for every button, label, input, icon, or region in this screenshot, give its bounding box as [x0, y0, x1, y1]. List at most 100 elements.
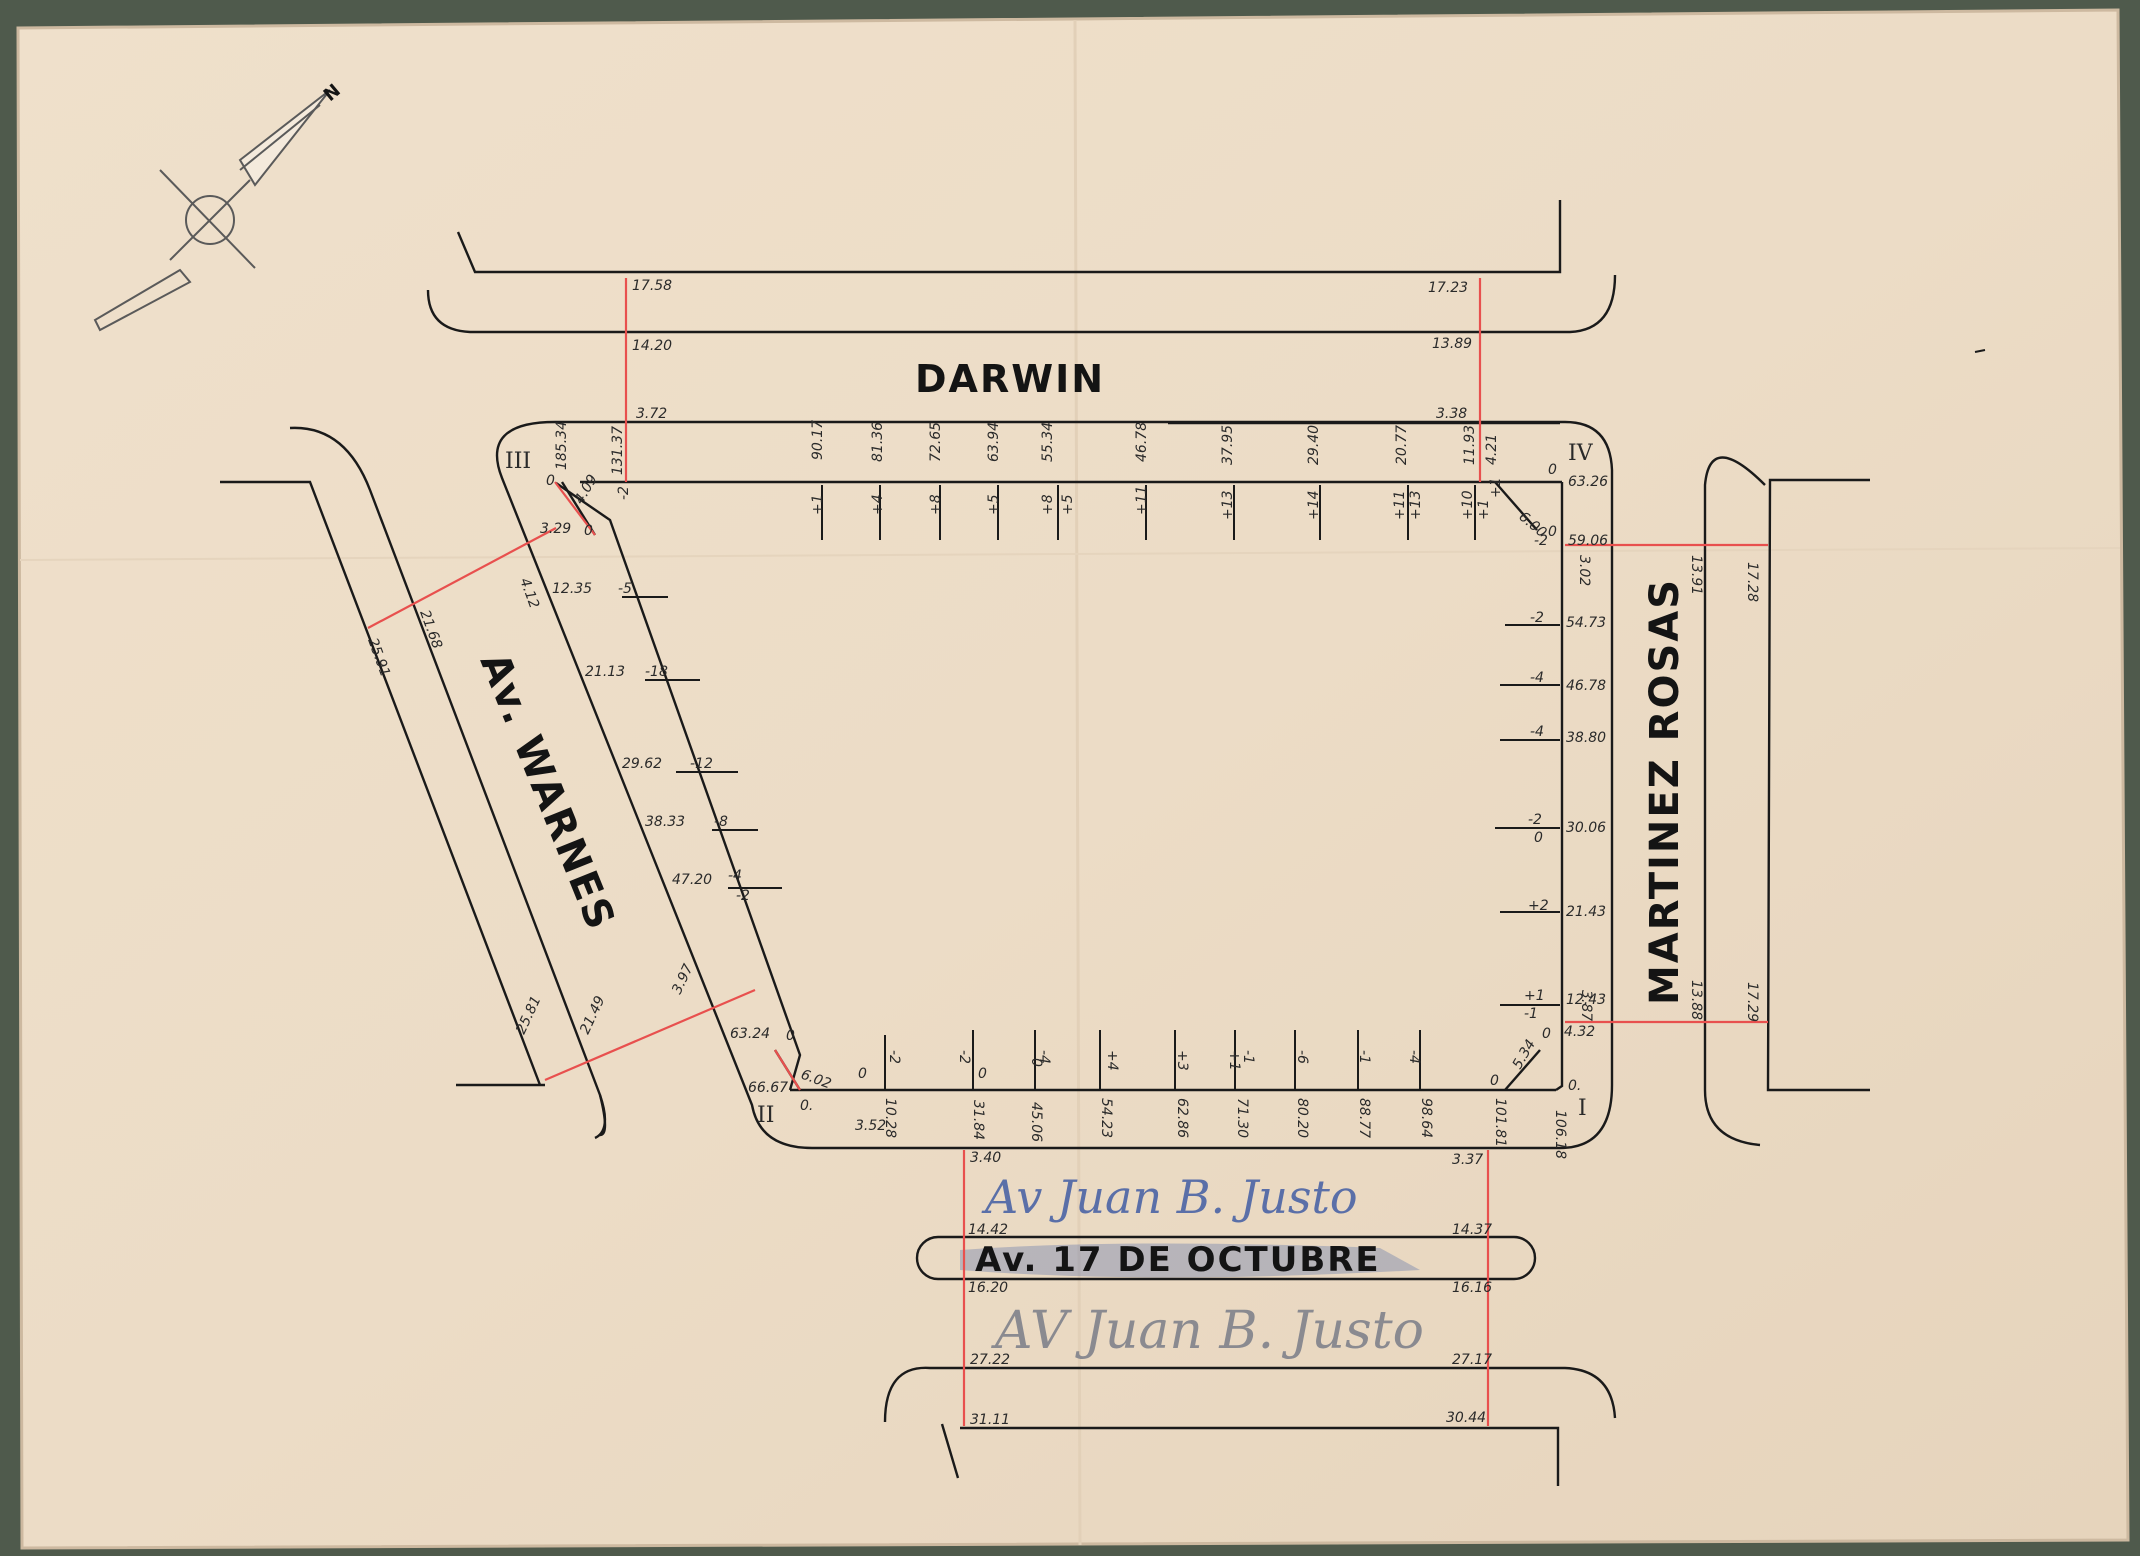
measurement-top-11: 4.21	[1484, 434, 1500, 465]
measurement-top-5-off: +8	[1040, 494, 1056, 515]
measurement-e-7: 12.43	[1566, 992, 1606, 1008]
measurement-e-top-zero: 0	[1548, 462, 1557, 478]
measurement-rosas-s-inner: 3.87	[1578, 990, 1594, 1021]
street-name-martinez-rosas: MARTINEZ ROSAS	[1642, 578, 1688, 1005]
paper	[16, 8, 2130, 1550]
measurement-top-1: 90.17	[810, 420, 826, 460]
measurement-b-10: 101.81	[1492, 1098, 1508, 1147]
measurement-b-11: 106.18	[1552, 1110, 1568, 1159]
measurement-top-2-off: +4	[870, 494, 886, 515]
measurement-e-4-off: -4	[1530, 724, 1544, 740]
measurement-octubre-s-right: 16.16	[1452, 1280, 1492, 1296]
measurement-w-3-off: -12	[690, 756, 713, 772]
measurement-rosas-n-outer: 17.28	[1744, 562, 1760, 602]
measurement-e-5: 30.06	[1566, 820, 1606, 836]
measurement-top-6-off: +11	[1134, 485, 1150, 515]
measurement-w-2-off: -18	[645, 664, 668, 680]
measurement-e-6-off: +2	[1528, 898, 1549, 914]
measurement-e-1: 59.06	[1568, 533, 1608, 549]
measurement-top-col-2-off: -2	[616, 486, 632, 500]
measurement-b-2-off: -2	[956, 1050, 972, 1064]
measurement-br-stn: 4.32	[1564, 1024, 1595, 1040]
measurement-tl-stn: 3.29	[540, 521, 571, 537]
measurement-b-7-off2: -1	[1240, 1050, 1256, 1064]
measurement-e-3: 46.78	[1566, 678, 1606, 694]
measurement-octubre-mid-left: 14.42	[968, 1222, 1008, 1238]
measurement-top-8-off: +14	[1306, 490, 1322, 520]
measurement-bl-stn1: 63.24	[730, 1026, 770, 1042]
measurement-e-zero2: 0	[1548, 524, 1557, 540]
measurement-octubre-end-right: 30.44	[1446, 1410, 1486, 1426]
measurement-b-6-off: +3	[1174, 1050, 1190, 1071]
measurement-e-3-off: -4	[1530, 670, 1544, 686]
corner-label-iv: IV	[1568, 441, 1594, 466]
measurement-octubre-mid-right: 14.37	[1452, 1222, 1492, 1238]
fold-crease	[1073, 19, 1082, 1546]
corner-label-ii: II	[757, 1103, 774, 1128]
measurement-top-11-off: +1	[1488, 477, 1504, 498]
measurement-top-7: 37.95	[1220, 425, 1236, 465]
measurement-e-5-off2: 0	[1534, 830, 1543, 846]
measurement-top-4: 63.94	[986, 422, 1002, 462]
compass-rose	[93, 89, 331, 332]
measurement-top-9-off: +11	[1392, 490, 1408, 520]
measurement-b-col-1: 3.52	[855, 1118, 886, 1134]
measurement-rosas-n-mid: 13.91	[1688, 555, 1704, 595]
measurement-top-8: 29.40	[1306, 425, 1322, 465]
measurement-top-1-off: +1	[810, 494, 826, 515]
measurement-bl-zero3: 0.	[800, 1098, 813, 1114]
measurement-darwin-block-left: 3.72	[636, 406, 667, 422]
measurement-e-1-off: -2	[1534, 533, 1548, 549]
measurement-top-6: 46.78	[1134, 422, 1150, 462]
handwritten-juan-b-justo-lower: AV Juan B. Justo	[991, 1301, 1424, 1361]
measurement-bl-stn2: 66.67	[748, 1080, 788, 1096]
measurement-rosas-s-mid: 13.88	[1688, 980, 1704, 1020]
measurement-top-5-off2: +5	[1060, 494, 1076, 515]
measurement-top-9-off2: +13	[1408, 490, 1424, 520]
measurement-e-7-off2: -1	[1524, 1006, 1538, 1022]
measurement-b-6: 71.30	[1234, 1098, 1250, 1138]
measurement-top-10-off: +10	[1460, 490, 1476, 520]
measurement-darwin-north-right: 17.23	[1428, 280, 1468, 296]
measurement-b-9-off: -1	[1356, 1050, 1372, 1064]
measurement-top-10-off2: +1	[1476, 499, 1492, 520]
measurement-rosas-s-outer: 17.29	[1744, 982, 1760, 1022]
measurement-b-7-off: +1	[1226, 1050, 1242, 1071]
offset-ticks	[622, 349, 1986, 1090]
measurement-darwin-block-right: 3.38	[1436, 406, 1467, 422]
street-name-darwin: DARWIN	[915, 357, 1105, 401]
measurement-bl-zero1: 0	[786, 1028, 795, 1044]
measurement-octubre-far-right: 27.17	[1452, 1352, 1492, 1368]
measurement-top-col-1: 185.34	[554, 421, 570, 470]
street-name-av-17-de-octubre: Av. 17 DE OCTUBRE	[975, 1240, 1381, 1280]
measurement-top-3: 72.65	[928, 422, 944, 462]
measurement-bl-zero2: 0	[858, 1066, 867, 1082]
measurement-top-10: 11.93	[1462, 425, 1478, 465]
measurement-w-1-off: -5	[618, 581, 632, 597]
measurement-w-5: 47.20	[672, 872, 712, 888]
handwritten-juan-b-justo-upper: Av Juan B. Justo	[981, 1170, 1358, 1224]
measurement-b-4: 54.23	[1098, 1098, 1114, 1138]
measurement-b-2: 31.84	[970, 1100, 986, 1140]
measurement-top-2: 81.36	[870, 422, 886, 462]
measurement-b-3: 45.06	[1028, 1102, 1044, 1142]
measurement-tl-zero2: 0	[584, 523, 593, 539]
measurement-w-5-off2: -2	[736, 888, 750, 904]
measurement-br-zero2: 0.	[1568, 1078, 1581, 1094]
measurement-e-4: 38.80	[1566, 730, 1606, 746]
measurement-e-top: 63.26	[1568, 474, 1608, 490]
measurement-b-9: 98.64	[1418, 1098, 1434, 1138]
section-lines	[367, 278, 1768, 1426]
measurement-w-3: 29.62	[622, 756, 662, 772]
measurement-b-3-off: 0	[1028, 1058, 1044, 1067]
measurement-top-4-off: +5	[986, 494, 1002, 515]
measurement-w-4: 38.33	[645, 814, 685, 830]
measurement-darwin-north-left: 17.58	[632, 278, 672, 294]
measurement-br-zero: 0	[1542, 1026, 1551, 1042]
measurement-b-5-off: +4	[1104, 1050, 1120, 1071]
curb-lines	[220, 200, 1870, 1486]
measurement-darwin-south-right: 13.89	[1432, 336, 1472, 352]
measurement-w-4-off: -8	[714, 814, 728, 830]
